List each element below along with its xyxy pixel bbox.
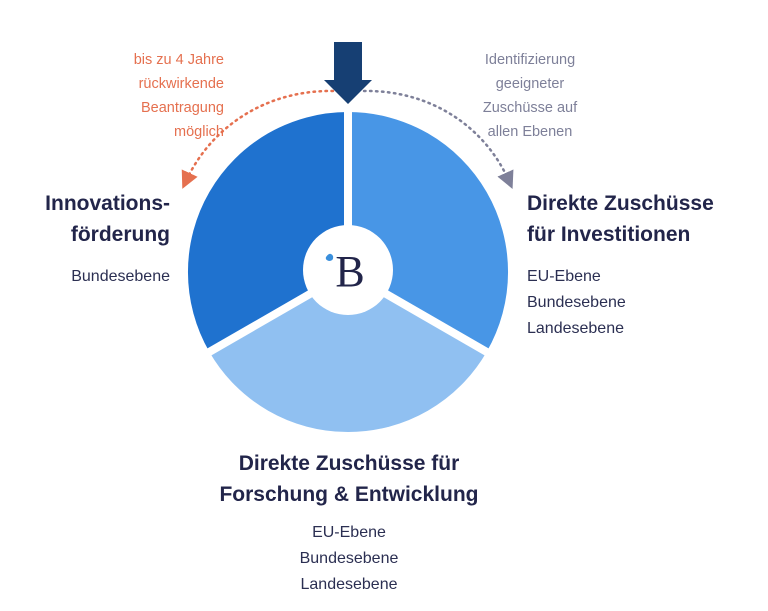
note-left-line: rückwirkende bbox=[138, 76, 224, 92]
innovation-levels: Bundesebene bbox=[10, 264, 170, 290]
center-logo-circle bbox=[303, 225, 393, 315]
level-item: Bundesebene bbox=[527, 294, 626, 311]
investment-levels: EU-Ebene Bundesebene Landesebene bbox=[527, 264, 762, 342]
level-item: Bundesebene bbox=[71, 268, 170, 285]
heading-line: förderung bbox=[70, 223, 170, 246]
investment-heading: Direkte Zuschüsse für Investitionen bbox=[527, 188, 762, 250]
label-investment-grants: Direkte Zuschüsse für Investitionen EU-E… bbox=[527, 188, 762, 342]
research-levels: EU-Ebene Bundesebene Landesebene bbox=[170, 520, 528, 598]
down-arrow-icon bbox=[324, 42, 372, 104]
heading-line: für Investitionen bbox=[527, 223, 691, 246]
note-left-line: bis zu 4 Jahre bbox=[133, 52, 224, 68]
level-item: EU-Ebene bbox=[312, 524, 386, 541]
innovation-heading: Innovations- förderung bbox=[10, 188, 170, 250]
heading-line: Innovations- bbox=[45, 192, 170, 215]
note-left-line: Beantragung bbox=[140, 100, 224, 116]
logo-droplet-icon bbox=[325, 253, 334, 261]
level-item: Landesebene bbox=[527, 320, 624, 337]
note-identify-grants: Identifizierung geeigneter Zuschüsse auf… bbox=[455, 48, 605, 144]
heading-line: Forschung & Entwicklung bbox=[219, 483, 479, 506]
note-right-line: allen Ebenen bbox=[487, 124, 573, 140]
note-retroactive-application: bis zu 4 Jahre rückwirkende Beantragung … bbox=[74, 48, 224, 144]
dotted-arrow-left bbox=[181, 89, 335, 189]
level-item: EU-Ebene bbox=[527, 268, 601, 285]
note-right-line: Zuschüsse auf bbox=[482, 100, 578, 116]
note-right-line: Identifizierung bbox=[484, 52, 576, 68]
heading-line: Direkte Zuschüsse für bbox=[238, 452, 460, 475]
level-item: Landesebene bbox=[300, 576, 398, 593]
research-heading: Direkte Zuschüsse für Forschung & Entwic… bbox=[170, 448, 528, 510]
label-innovation-funding: Innovations- förderung Bundesebene bbox=[10, 188, 170, 290]
center-logo-letter: B bbox=[335, 247, 364, 296]
heading-line: Direkte Zuschüsse bbox=[527, 192, 714, 215]
note-left-line: möglich bbox=[174, 124, 224, 140]
dotted-arrow-right bbox=[362, 89, 514, 189]
level-item: Bundesebene bbox=[299, 550, 399, 567]
label-research-grants: Direkte Zuschüsse für Forschung & Entwic… bbox=[170, 448, 528, 598]
note-right-line: geeigneter bbox=[495, 76, 565, 92]
